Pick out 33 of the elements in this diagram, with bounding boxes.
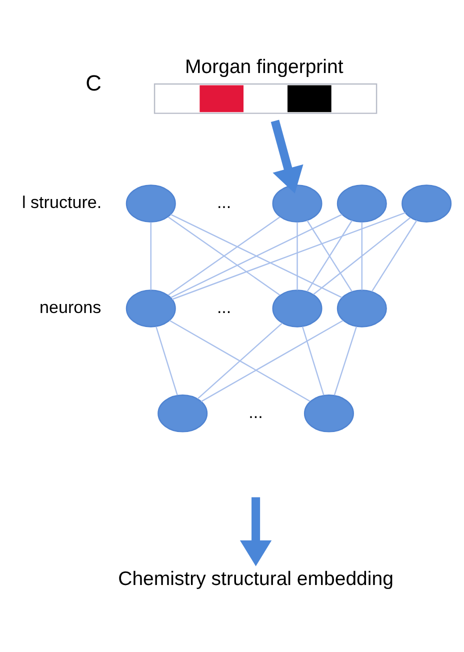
connector bbox=[296, 222, 298, 290]
label: C bbox=[86, 70, 102, 96]
connector bbox=[306, 220, 353, 292]
connector bbox=[172, 212, 406, 300]
arrow bbox=[240, 497, 272, 566]
label: l structure. bbox=[22, 193, 102, 212]
connector bbox=[168, 216, 280, 296]
label: neurons bbox=[40, 298, 102, 317]
node-circle bbox=[272, 290, 322, 328]
connector bbox=[334, 326, 358, 396]
node-circle bbox=[126, 290, 176, 328]
node-text: Chemistry structural embedding bbox=[118, 568, 394, 590]
node-circle bbox=[272, 184, 322, 222]
connector bbox=[156, 326, 178, 396]
connector bbox=[371, 220, 418, 292]
connector bbox=[361, 222, 363, 290]
connector bbox=[302, 326, 324, 396]
connector bbox=[169, 320, 310, 402]
label: ... bbox=[248, 402, 263, 422]
node-circle bbox=[126, 184, 176, 222]
node-circle bbox=[336, 290, 387, 328]
node-label: Morgan fingerprint bbox=[185, 56, 344, 78]
connector bbox=[197, 322, 283, 400]
node-circle bbox=[304, 394, 354, 432]
connector bbox=[200, 320, 344, 402]
node-circle bbox=[402, 184, 452, 222]
label: ... bbox=[216, 298, 232, 317]
node-circle bbox=[158, 394, 208, 432]
connector bbox=[150, 222, 152, 290]
label: ... bbox=[216, 193, 232, 212]
node-circle bbox=[336, 184, 387, 222]
arrow bbox=[270, 120, 304, 194]
connector bbox=[313, 217, 411, 295]
